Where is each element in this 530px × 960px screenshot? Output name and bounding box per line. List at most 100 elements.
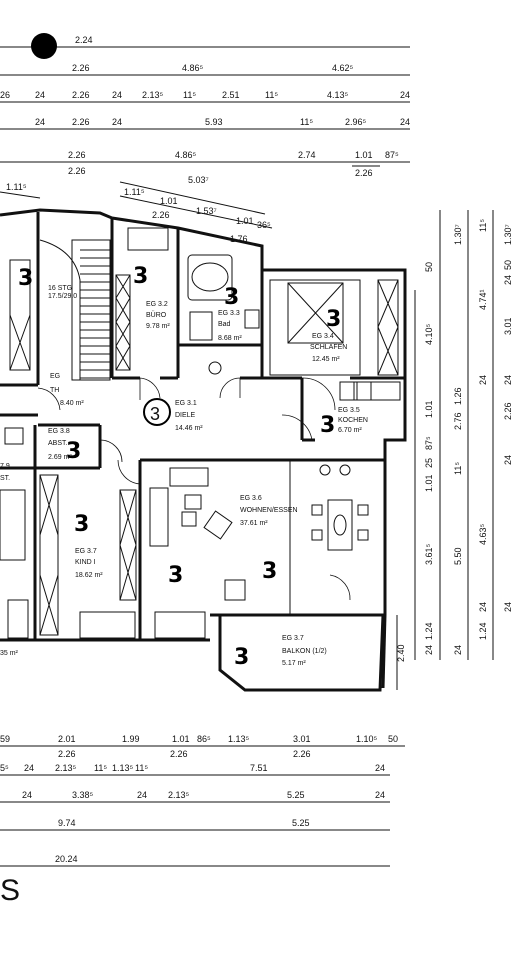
dim-diag: 1.53⁷ [196, 206, 217, 216]
dim-top-row3: 24 [35, 90, 45, 100]
dim-right: 4.74¹ [478, 289, 488, 310]
handwritten-mark: 3 [234, 645, 249, 670]
dim-right: 1.24 [478, 622, 488, 640]
dim-right: 24 [478, 375, 488, 385]
room-label-schlafen: SCHLAFEN [310, 344, 347, 351]
dim-right: 1.01 [424, 474, 434, 492]
room-label-balkon: BALKON (1/2) [282, 648, 327, 655]
dim-top-row5: 1.01 [355, 150, 373, 160]
dim-bottom-row1: 1.99 [122, 734, 140, 744]
dot-marker [31, 33, 57, 59]
dim-bottom-row1: 50 [388, 734, 398, 744]
dim-bottom-row3: 3.38⁵ [72, 790, 94, 800]
room-label-stg: 16 STG [48, 285, 72, 292]
dim-right: 1.01 [424, 400, 434, 418]
room-label-wohnen: 37.61 m² [240, 520, 268, 527]
door-swings [37, 377, 351, 601]
dim-bottom-row3: 24 [137, 790, 147, 800]
dim-right: 1.30⁷ [453, 224, 463, 245]
room-label-abst: ABST. [48, 440, 68, 447]
room-label-wohnen: EG 3.6 [240, 495, 262, 502]
dim-top-row5: 87⁵ [385, 150, 399, 160]
room-label-balkon: 5.17 m² [282, 660, 306, 667]
dim-bottom-row2: 7.51 [250, 763, 268, 773]
dim-right: 3.61⁵ [424, 543, 434, 565]
room-label-bad: EG 3.3 [218, 310, 240, 317]
dim-bottom-row3: 2.13⁵ [168, 790, 190, 800]
room-label-th: EG [50, 373, 60, 380]
dim-bottom-row4: 9.74 [58, 818, 76, 828]
dim-diag: 1.76 [230, 234, 248, 244]
dim-top-row5: 2.74 [298, 150, 316, 160]
dim-top-row4: 2.26 [72, 117, 90, 127]
dim-right: 87⁵ [424, 436, 434, 450]
dim-top-row3: 26 [0, 90, 10, 100]
dim-top-row4: 5.93 [205, 117, 223, 127]
dim-bottom-row1: 59 [0, 734, 10, 744]
dim-bottom-row3: 24 [22, 790, 32, 800]
dim-right: 24 [503, 602, 513, 612]
dim-bottom-row1: 86⁵ [197, 734, 211, 744]
circled-mark-ring [143, 398, 171, 426]
room-label-buero: 9.78 m² [146, 323, 170, 330]
dim-top-row3: 11⁵ [183, 90, 196, 100]
right-dimension-chains: 50 4.10⁵ 1.01 1.01 25 87⁵ 3.61⁵ 1.24 24 … [396, 210, 513, 690]
dim-bottom-row2: 2.13⁵ [55, 763, 77, 773]
room-label-buero: BÜRO [146, 311, 167, 319]
handwritten-mark: 3 [224, 285, 239, 310]
dim-top-row4: 24 [112, 117, 122, 127]
dim-bottom-row2: 5⁵ [0, 763, 9, 773]
handwritten-mark: 3 [18, 266, 33, 291]
dim-top-row3: 4.13⁵ [327, 90, 349, 100]
dim-right: 5.50 [453, 547, 463, 565]
walls [0, 208, 407, 692]
room-label-schlafen: EG 3.4 [312, 333, 334, 340]
room-label-diele: 14.46 m² [175, 425, 203, 432]
handwritten-mark: 3 [262, 559, 277, 584]
dim-top-row2: 2.26 [72, 63, 90, 73]
dim-top-row3: 2.13⁵ [142, 90, 164, 100]
dim-right: 25 [424, 458, 434, 468]
furniture [0, 227, 401, 639]
dim-bottom-row5: 20.24 [55, 854, 78, 864]
handwritten-mark: 3 [133, 264, 148, 289]
dim-top-row3: 2.51 [222, 90, 240, 100]
room-label-diele: DIELE [175, 412, 196, 419]
room-label-partial: 7.9 [0, 463, 10, 470]
top-dimension-chains: 2.24 2.26 4.86⁵ 4.62⁵ 26 24 2.26 24 2.13… [0, 33, 410, 244]
room-label-abst: 2.69 m² [48, 454, 72, 461]
dim-bottom-row2: 11⁵ [94, 763, 107, 773]
dim-right: 50 [424, 262, 434, 272]
handwritten-marks: 3 3 3 3 3 3 3 3 3 3 3 [18, 264, 341, 670]
dim-right: 1.24 [424, 622, 434, 640]
dim-diag: 1.11⁵ [124, 187, 145, 197]
circled-mark: 3 [150, 404, 160, 424]
dim-top-row5b: 2.26 [68, 166, 86, 176]
room-label-kind: 18.62 m² [75, 572, 103, 579]
handwritten-mark: 3 [74, 512, 89, 537]
room-label-schlafen: 12.45 m² [312, 356, 340, 363]
dim-bottom-row1: 1.01 [172, 734, 190, 744]
dim-diag: 1.11⁵ [6, 182, 27, 192]
room-label-kochen: 6.70 m² [338, 427, 362, 434]
room-label-kind: EG 3.7 [75, 548, 97, 555]
dim-right: 4.63⁵ [478, 523, 488, 545]
dim-bottom-row1: 2.01 [58, 734, 76, 744]
bottom-dimension-chains: 59 2.01 1.99 1.01 86⁵ 1.13⁵ 3.01 1.10⁵ 5… [0, 734, 405, 867]
dim-top-row1: 2.24 [75, 35, 93, 45]
dim-right: 1.26 [453, 387, 463, 405]
dim-right: 24 [478, 602, 488, 612]
dim-bottom-row1: 1.13⁵ [228, 734, 250, 744]
dim-bottom-row1: 1.10⁵ [356, 734, 378, 744]
room-label-stg: 17.5/29.0 [48, 293, 77, 300]
dim-bottom-row4: 5.25 [292, 818, 310, 828]
room-label-abst: EG 3.8 [48, 428, 70, 435]
dim-diag: 5.03⁷ [188, 175, 209, 185]
dim-top-row2: 4.62⁵ [332, 63, 354, 73]
dim-top-row4: 11⁵ [300, 117, 313, 127]
room-label-partial: 35 m² [0, 650, 19, 657]
dim-right: 24 [453, 645, 463, 655]
dim-bottom-row1b: 2.26 [58, 749, 76, 759]
dim-top-row4: 24 [400, 117, 410, 127]
